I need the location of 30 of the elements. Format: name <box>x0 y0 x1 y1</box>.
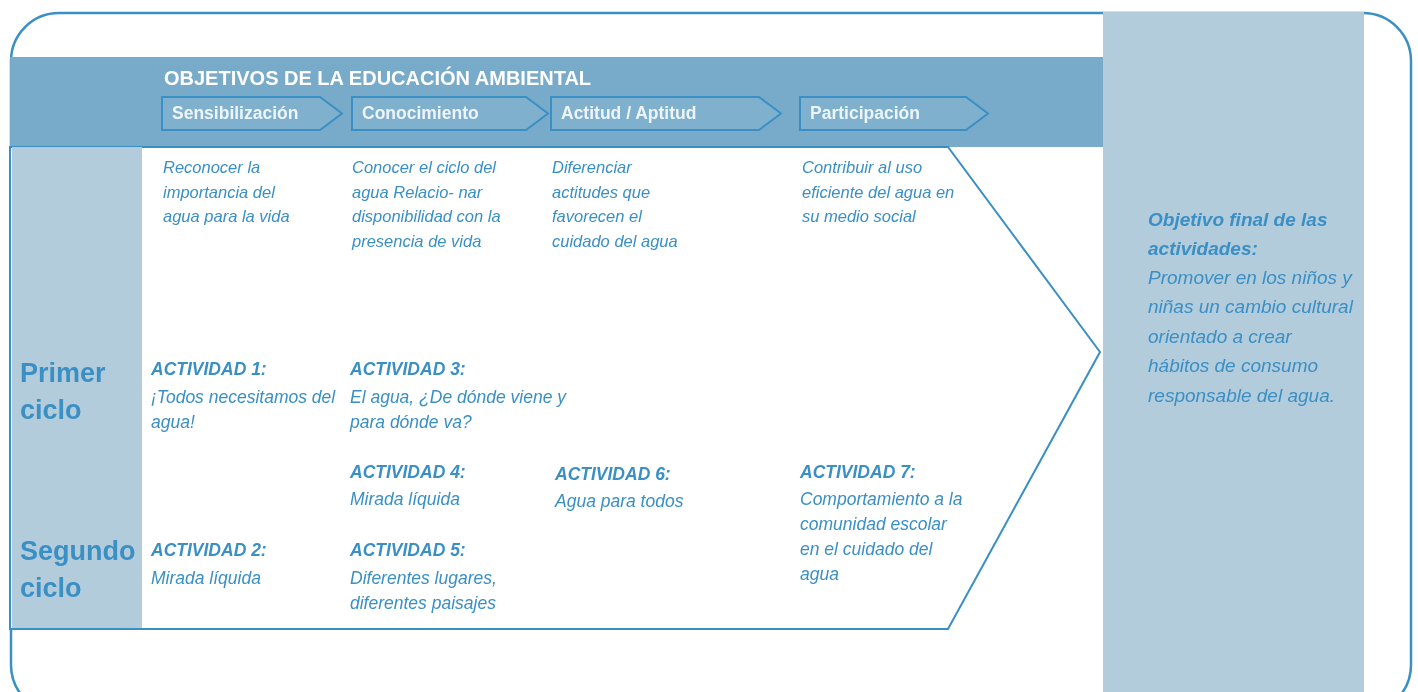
cycle-label: Segundo ciclo <box>20 535 137 605</box>
tab-label: Sensibilización <box>172 103 299 124</box>
objective-text: Diferenciar actitudes que favorecen el cuidado del agua <box>552 157 679 252</box>
band-title: OBJETIVOS DE LA EDUCACIÓN AMBIENTAL <box>164 67 592 90</box>
activity-text: El agua, ¿De dónde viene y para dónde va? <box>350 386 568 434</box>
cycle-label: Primer ciclo <box>20 357 107 427</box>
activity-heading: ACTIVIDAD 1: <box>151 358 268 381</box>
panel-text: Promover en los niños y niñas un cambio cultural orientado a crear hábitos de consumo responsable del agua. <box>1148 266 1353 408</box>
tab-label: Participación <box>810 103 920 124</box>
activity-heading: ACTIVIDAD 5: <box>350 539 467 562</box>
panel-heading: Objetivo final de las actividades: <box>1148 208 1329 262</box>
objective-text: Conocer el ciclo del agua Relacio- nar disponibilidad con la presencia de vida <box>352 157 502 252</box>
objective-text: Contribuir al uso eficiente del agua en su medio social <box>802 157 956 227</box>
activity-heading: ACTIVIDAD 3: <box>350 358 467 381</box>
activity-text: ¡Todos necesitamos del agua! <box>151 386 337 434</box>
tab-label: Conocimiento <box>362 103 479 124</box>
header-band <box>10 57 1103 147</box>
activity-heading: ACTIVIDAD 6: <box>555 463 672 486</box>
side-panel <box>1103 12 1364 692</box>
activity-text: Agua para todos <box>555 490 685 513</box>
objective-text: Reconocer la importancia del agua para la vida <box>163 157 291 227</box>
activity-heading: ACTIVIDAD 7: <box>800 461 917 484</box>
activity-heading: ACTIVIDAD 2: <box>151 539 268 562</box>
activity-text: Diferentes lugares, diferentes paisajes <box>350 567 498 615</box>
activity-text: Comportamiento a la comunidad escolar en el cuidado del agua <box>800 488 964 586</box>
activity-heading: ACTIVIDAD 4: <box>350 461 467 484</box>
side-band <box>12 147 142 628</box>
activity-text: Mirada líquida <box>350 488 461 511</box>
activity-text: Mirada líquida <box>151 567 262 590</box>
tab-label: Actitud / Aptitud <box>561 103 697 124</box>
